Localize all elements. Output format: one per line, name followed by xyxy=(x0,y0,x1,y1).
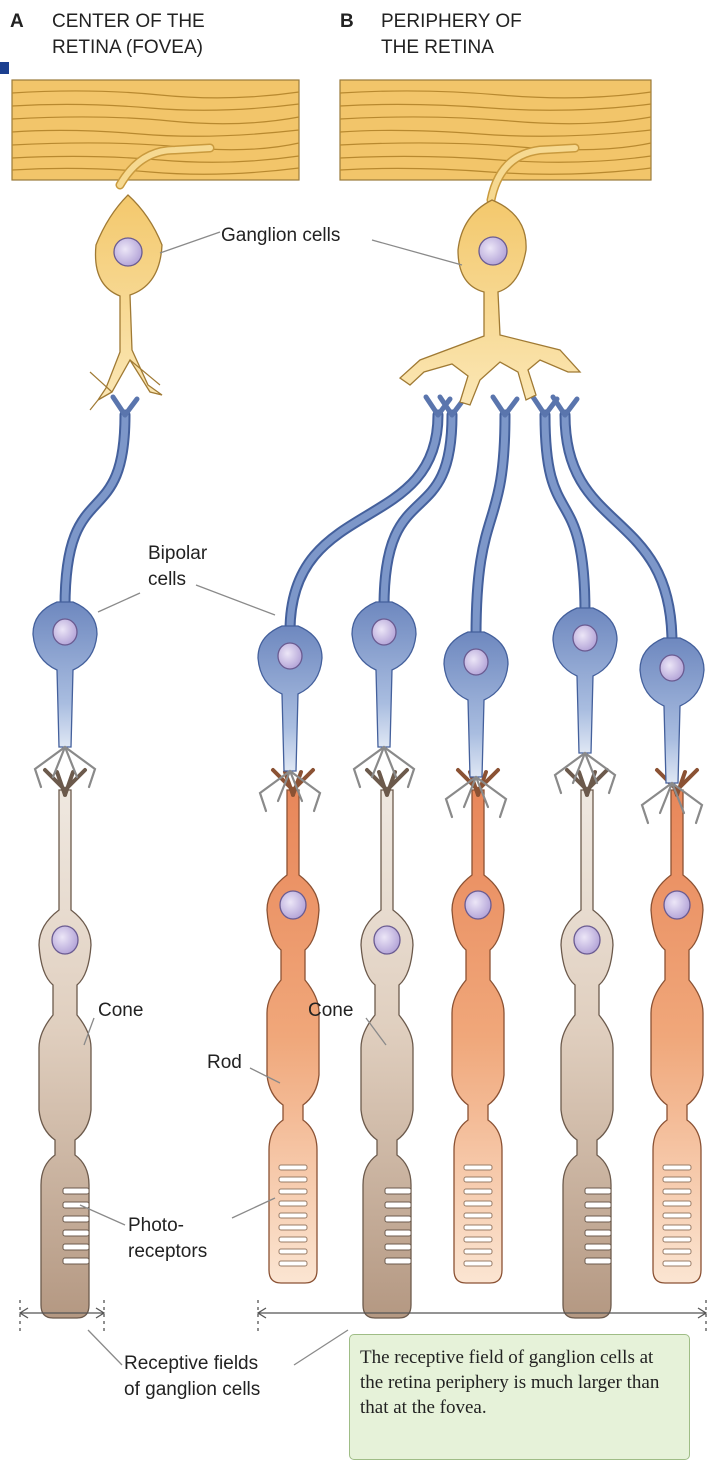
photoreceptor-rod-b2 xyxy=(451,768,505,1284)
bipolar-cell-b2 xyxy=(351,394,467,789)
ganglion-cell-b xyxy=(398,143,582,406)
edge-marker xyxy=(0,62,9,74)
panel-b-title-line2: THE RETINA xyxy=(381,37,494,58)
photoreceptor-rod-b3 xyxy=(650,768,704,1284)
note-box: The receptive field of ganglion cells at… xyxy=(349,1334,690,1460)
photoreceptors-label-line1: Photo- xyxy=(128,1215,184,1236)
ganglion-cell-a xyxy=(89,143,215,411)
bipolar-cell-b1 xyxy=(257,394,453,813)
receptive-field-b-arrow xyxy=(256,1300,708,1335)
bipolar-cells-label-line1: Bipolar xyxy=(148,543,208,564)
bipolar-cells-label-line2: cells xyxy=(148,569,186,590)
bipolar-cell-b5 xyxy=(550,394,705,825)
bipolar-cell-b4 xyxy=(530,394,618,795)
photoreceptor-cone-b2 xyxy=(560,768,614,1319)
leader-lines xyxy=(79,231,463,1366)
receptive-field-a-arrow xyxy=(18,1300,106,1335)
panel-a-title-line2: RETINA (FOVEA) xyxy=(52,37,203,58)
receptive-fields-label-line2: of ganglion cells xyxy=(124,1379,260,1400)
photoreceptor-cone-b1 xyxy=(360,768,414,1319)
panel-a-letter: A xyxy=(10,11,24,32)
receptive-fields-label-line1: Receptive fields xyxy=(124,1353,258,1374)
rod-label: Rod xyxy=(207,1052,242,1073)
photoreceptors-label-line2: receptors xyxy=(128,1241,207,1262)
nerve-fiber-layer-b xyxy=(339,79,652,181)
cone-label-a: Cone xyxy=(98,1000,143,1021)
panel-a-title-line1: CENTER OF THE xyxy=(52,11,205,32)
panel-b-title-line1: PERIPHERY OF xyxy=(381,11,522,32)
bipolar-cell-a xyxy=(32,394,140,789)
cone-label-b: Cone xyxy=(308,1000,353,1021)
nerve-fiber-layer-a xyxy=(11,79,300,181)
panel-b-letter: B xyxy=(340,11,354,32)
bipolar-cell-b3 xyxy=(443,394,520,819)
photoreceptor-rod-b1 xyxy=(266,768,320,1284)
ganglion-cells-label: Ganglion cells xyxy=(221,225,340,246)
photoreceptor-cone-a xyxy=(38,768,92,1319)
